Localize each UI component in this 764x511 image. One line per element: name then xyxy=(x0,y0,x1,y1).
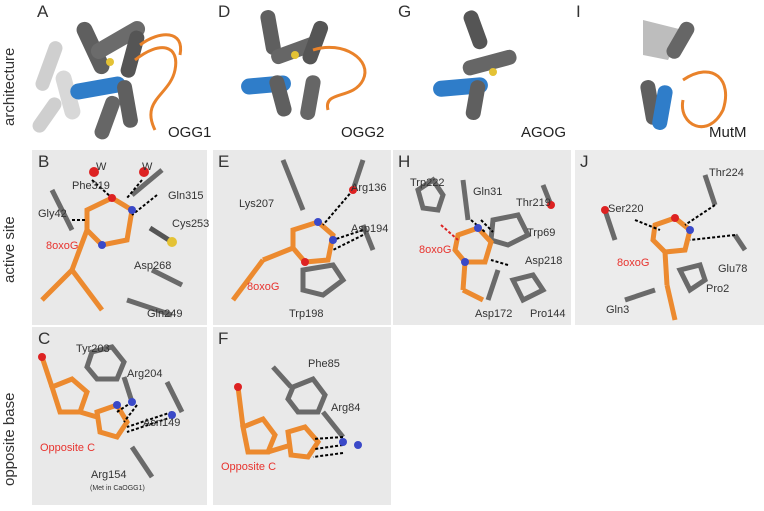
panel-c-opposite-base: C Tyr203 Arg204 Asn149 Opposite C Arg154… xyxy=(32,327,207,505)
label-trp198: Trp198 xyxy=(289,308,324,320)
label-ser220: Ser220 xyxy=(608,203,644,215)
panel-f-opposite-base: F Phe85 Arg84 Opposite C xyxy=(213,327,391,505)
label-arg154: Arg154 xyxy=(91,469,127,481)
mutm-cartoon xyxy=(640,20,728,130)
ogg1-active-site-render xyxy=(40,167,184,318)
ogg2-active-site-render xyxy=(231,159,376,302)
label-asp194: Asp194 xyxy=(351,223,389,235)
label-opposite-c: Opposite C xyxy=(40,442,96,454)
label-thr224: Thr224 xyxy=(709,167,744,179)
row-label-opposite-base: opposite base xyxy=(1,392,18,486)
label-water-2: W xyxy=(142,161,153,173)
label-trp222: Trp222 xyxy=(410,177,445,189)
row-label-active-site: active site xyxy=(1,216,18,283)
agog-cartoon xyxy=(433,10,517,120)
panel-d-architecture: D OGG2 xyxy=(213,0,391,150)
label-gln315: Gln315 xyxy=(168,190,204,202)
enzyme-name-agog: AGOG xyxy=(521,124,567,141)
panel-letter-a: A xyxy=(37,2,49,21)
panel-letter-f: F xyxy=(218,329,229,348)
label-pro2: Pro2 xyxy=(706,283,730,295)
label-arg84: Arg84 xyxy=(331,402,361,414)
enzyme-name-ogg2: OGG2 xyxy=(341,124,385,141)
panel-j-active-site: J Thr224 Ser220 Glu78 8oxoG Pro2 Gln3 xyxy=(575,150,764,325)
ogg1-cartoon xyxy=(32,21,183,140)
label-8oxog: 8oxoG xyxy=(247,281,280,293)
panel-i-architecture: I MutM xyxy=(573,0,764,150)
label-8oxog: 8oxoG xyxy=(46,240,79,252)
label-cys253: Cys253 xyxy=(172,218,210,230)
label-phe85: Phe85 xyxy=(308,358,340,370)
label-lys207: Lys207 xyxy=(239,198,275,210)
enzyme-name-ogg1: OGG1 xyxy=(168,124,212,141)
note-met-in-caogg1: (Met in CaOGG1) xyxy=(90,485,145,492)
panel-letter-c: C xyxy=(38,329,51,348)
enzyme-name-mutm: MutM xyxy=(709,124,747,141)
agog-active-site-render xyxy=(415,176,555,304)
label-gly42: Gly42 xyxy=(38,208,67,220)
label-glu78: Glu78 xyxy=(718,263,748,275)
ogg1-opposite-base-render xyxy=(38,344,185,479)
label-8oxog: 8oxoG xyxy=(617,257,650,269)
panel-letter-j: J xyxy=(580,152,589,171)
row-label-architecture: architecture xyxy=(1,47,18,126)
label-pro144: Pro144 xyxy=(530,308,566,320)
label-phe319: Phe319 xyxy=(72,180,110,192)
panel-a-architecture: A OGG1 xyxy=(30,0,211,150)
label-water-1: W xyxy=(96,161,107,173)
mutm-active-site-render xyxy=(601,174,748,321)
label-gln249: Gln249 xyxy=(147,308,183,320)
panel-e-active-site: E Arg136 Lys207 Asp194 8oxoG Trp198 xyxy=(213,150,391,325)
ogg2-opposite-base-render xyxy=(234,365,362,460)
label-trp69: Trp69 xyxy=(527,227,556,239)
label-gln3: Gln3 xyxy=(606,304,630,316)
label-arg204: Arg204 xyxy=(127,368,163,380)
label-asp218: Asp218 xyxy=(525,255,563,267)
label-8oxog: 8oxoG xyxy=(419,244,452,256)
label-asn149: Asn149 xyxy=(143,417,181,429)
panel-letter-b: B xyxy=(38,152,50,171)
panel-letter-d: D xyxy=(218,2,231,21)
panel-b-active-site: B W W Phe319 Gln315 Gly42 Cys253 8oxoG A… xyxy=(32,150,210,325)
label-opposite-c: Opposite C xyxy=(221,461,277,473)
label-arg136: Arg136 xyxy=(351,182,387,194)
panel-letter-i: I xyxy=(576,2,581,21)
label-asp172: Asp172 xyxy=(475,308,513,320)
label-asp268: Asp268 xyxy=(134,260,172,272)
ogg2-cartoon xyxy=(241,10,367,120)
panel-letter-g: G xyxy=(398,2,412,21)
panel-g-architecture: G AGOG xyxy=(393,0,571,150)
label-gln31: Gln31 xyxy=(473,186,503,198)
label-tyr203: Tyr203 xyxy=(76,343,110,355)
label-thr219: Thr219 xyxy=(516,197,551,209)
panel-h-active-site: H Trp222 Gln31 Thr219 Trp69 8oxoG Asp218… xyxy=(393,150,571,325)
panel-letter-h: H xyxy=(398,152,411,171)
panel-letter-e: E xyxy=(218,152,230,171)
